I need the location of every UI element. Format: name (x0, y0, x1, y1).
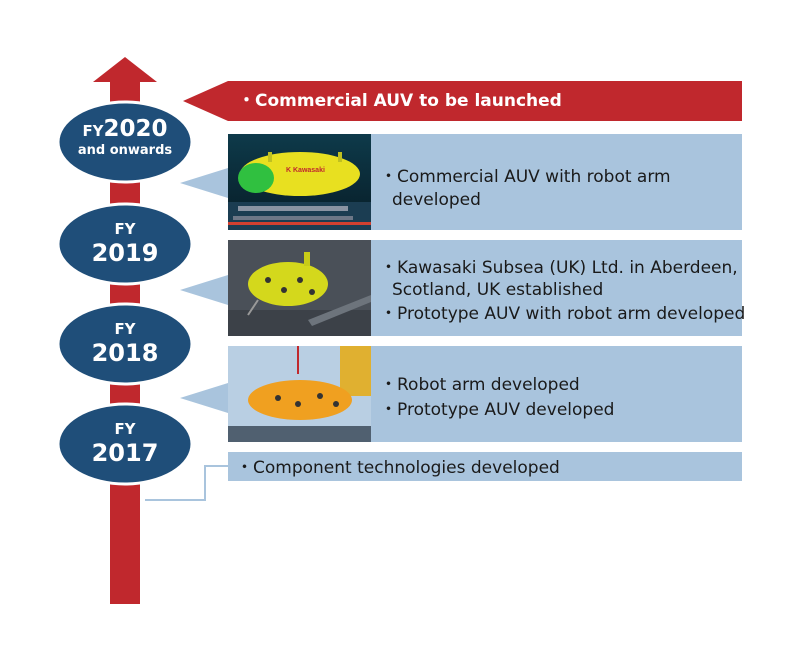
prototype-auv-image (228, 346, 371, 442)
entry-fy2020-robot-arm-line2: developed (392, 190, 481, 210)
milestone-fy2019-year: 2019 (91, 239, 159, 267)
oval-fy2019 (56, 202, 194, 286)
photo-commercial-auv: K Kawasaki (228, 134, 371, 230)
entry-fy2017-components: ・Component technologies developed (236, 458, 560, 478)
milestone-fy2018-year: 2018 (91, 339, 159, 367)
panel-fy2017 (228, 452, 742, 481)
milestone-fy2019-prefix: FY (114, 220, 136, 238)
connector-fy2018 (180, 275, 228, 305)
connector-fy2017 (180, 383, 228, 413)
milestone-fy2017-prefix: FY (114, 420, 136, 438)
connector-fy2019 (180, 168, 228, 198)
milestone-fy2020-year: 2020 (103, 116, 168, 142)
photo-prototype-auv-arm (228, 240, 371, 336)
entry-fy2020-robot-arm-line1: ・Commercial AUV with robot arm (380, 167, 671, 187)
milestone-fy2020-suffix: and onwards (77, 143, 173, 158)
milestone-fy2019: FY 2019 (58, 220, 192, 267)
milestone-fy2017: FY 2017 (58, 420, 192, 467)
entry-fy2018-prototype: ・Prototype AUV developed (380, 400, 615, 420)
entry-fy2020-launch: ・Commercial AUV to be launched (238, 91, 562, 111)
commercial-auv-image: K Kawasaki (228, 134, 371, 230)
auv-logo-text: K Kawasaki (286, 167, 325, 174)
milestone-fy2018: FY 2018 (58, 320, 192, 367)
oval-fy2018 (56, 302, 194, 386)
oval-fy2020 (56, 100, 194, 184)
oval-fy2017 (56, 402, 194, 486)
photo-prototype-auv (228, 346, 371, 442)
entry-fy2019-subsea-line2: Scotland, UK established (392, 280, 604, 300)
entry-fy2019-prototype: ・Prototype AUV with robot arm developed (380, 304, 746, 324)
connector-component-row (145, 465, 228, 501)
milestone-fy2017-year: 2017 (91, 439, 159, 467)
banner-fy2020 (183, 81, 742, 121)
entry-fy2018-robot-arm: ・Robot arm developed (380, 375, 580, 395)
milestone-fy2020-prefix: FY (82, 122, 104, 140)
timeline-arrow-head (93, 57, 157, 82)
prototype-auv-arm-image (228, 240, 371, 336)
milestone-fy2020: FY2020 and onwards (58, 116, 192, 158)
entry-fy2019-subsea-line1: ・Kawasaki Subsea (UK) Ltd. in Aberdeen, (380, 258, 738, 278)
milestone-fy2018-prefix: FY (114, 320, 136, 338)
